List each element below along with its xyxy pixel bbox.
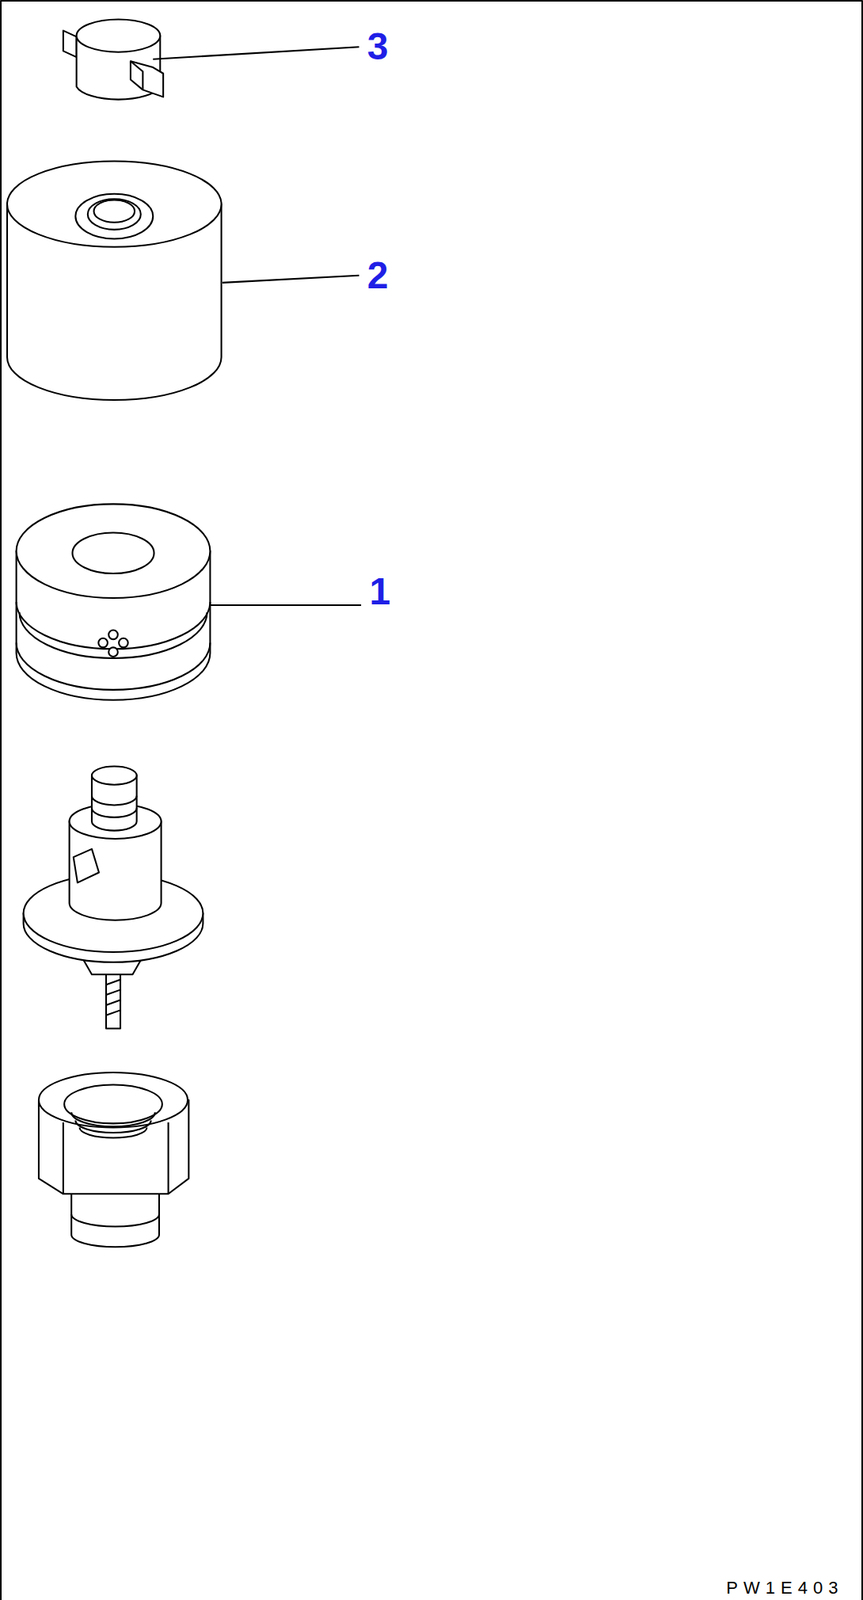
leader-lines — [152, 46, 362, 605]
element-part — [16, 503, 211, 700]
callout-number: 1 — [368, 572, 391, 611]
cap-part — [63, 19, 164, 99]
callout-number: 2 — [367, 256, 389, 295]
leader-line — [209, 604, 362, 606]
leader-line — [222, 275, 360, 283]
valve-part — [23, 765, 204, 1028]
leader-line — [152, 46, 359, 59]
nut-part — [38, 1072, 189, 1247]
callout-number: 3 — [367, 27, 389, 66]
drawing-code: PW1E403 — [726, 1578, 844, 1597]
cover-part — [7, 161, 222, 400]
